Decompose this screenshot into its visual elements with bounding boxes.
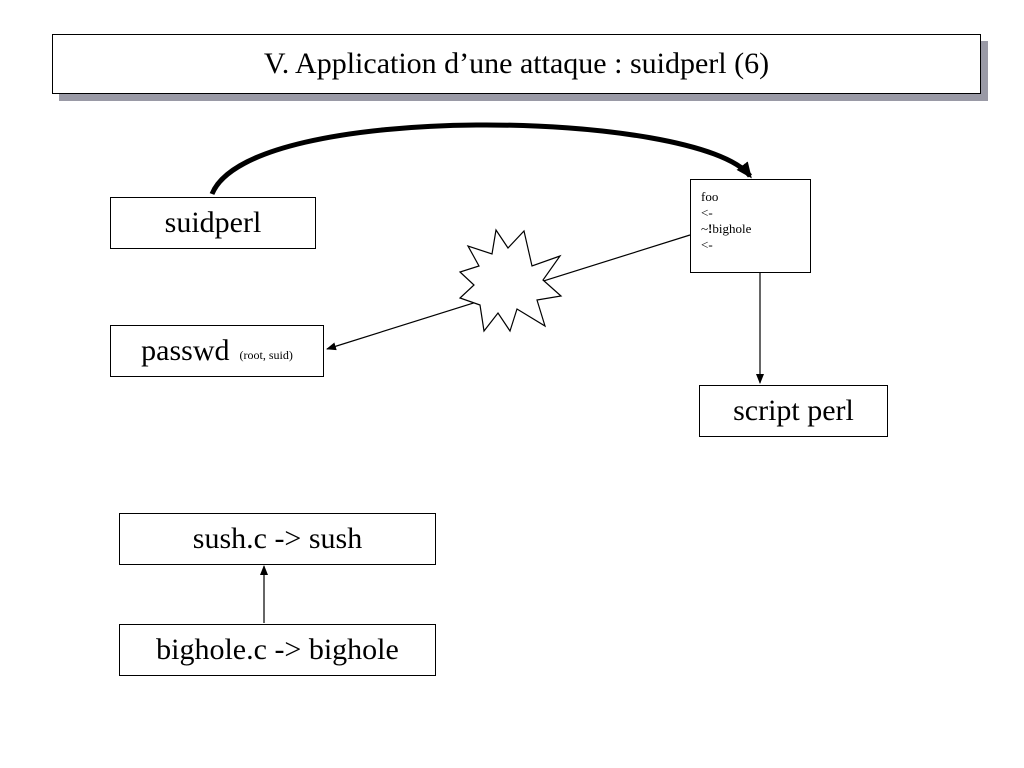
node-passwd-label: passwd xyxy=(141,334,230,367)
foo-line-3: ~!bighole xyxy=(701,221,810,237)
foo-line-1: foo xyxy=(701,189,719,204)
node-bighole-label: bighole.c -> bighole xyxy=(156,633,399,666)
node-suidperl: suidperl xyxy=(110,197,316,249)
node-script-perl-label: script perl xyxy=(733,394,854,427)
node-sush: sush.c -> sush xyxy=(119,513,436,565)
node-foo: foo <- ~!bighole <- xyxy=(690,179,811,273)
node-script-perl: script perl xyxy=(699,385,888,437)
node-sush-label: sush.c -> sush xyxy=(192,522,363,555)
foo-line-4: <- xyxy=(701,237,713,252)
node-suidperl-label: suidperl xyxy=(164,206,262,239)
slide-title: V. Application d’une attaque : suidperl … xyxy=(263,47,770,80)
foo-bighole: bighole xyxy=(712,221,752,236)
foo-line-2: <- xyxy=(701,205,713,220)
node-bighole: bighole.c -> bighole xyxy=(119,624,436,676)
node-passwd-note: (root, suid) xyxy=(239,347,293,362)
explosion-icon xyxy=(458,228,563,333)
curved-arrow-suidperl-to-foo xyxy=(209,122,752,196)
node-passwd: passwd (root, suid) xyxy=(110,325,324,377)
foo-bang: ! xyxy=(708,221,713,236)
foo-tilde: ~ xyxy=(701,221,709,236)
slide-title-box: V. Application d’une attaque : suidperl … xyxy=(52,34,981,94)
